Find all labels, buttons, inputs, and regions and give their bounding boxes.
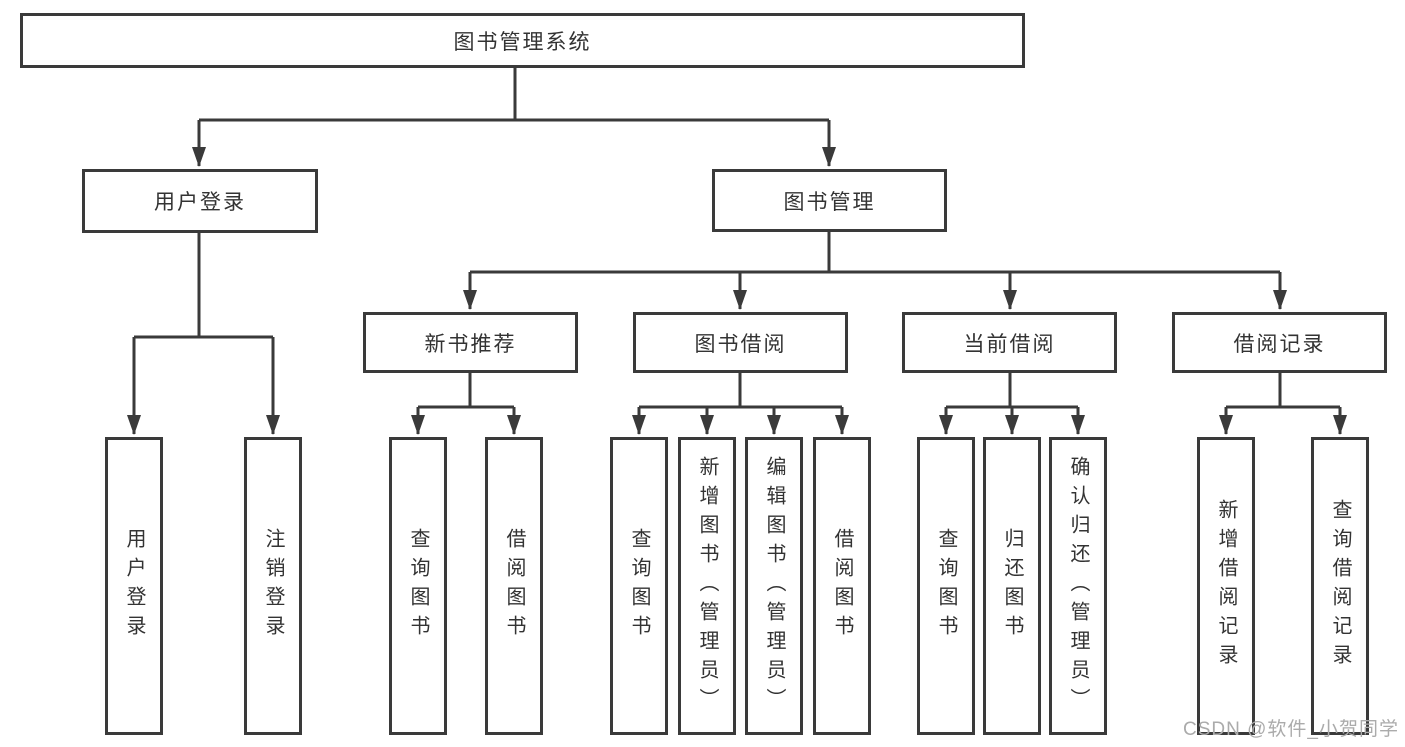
node-root-system: 图书管理系统 bbox=[20, 13, 1025, 68]
node-book-management: 图书管理 bbox=[712, 169, 947, 232]
leaf-br-add-record: 新增借阅记录 bbox=[1197, 437, 1255, 735]
connector-current-borrow-trunk bbox=[946, 373, 1078, 409]
leaf-logout-login: 注销登录 bbox=[244, 437, 302, 735]
node-book-borrow: 图书借阅 bbox=[633, 312, 848, 373]
connector-new-book-recommend-trunk bbox=[418, 373, 514, 409]
connector-book-borrow-trunk bbox=[639, 373, 842, 409]
node-current-borrow: 当前借阅 bbox=[902, 312, 1117, 373]
leaf-bb-query-book: 查询图书 bbox=[610, 437, 668, 735]
leaf-cb-confirm-return-admin: 确认归还（管理员） bbox=[1049, 437, 1107, 735]
csdn-watermark: CSDN @软件_小贺同学 bbox=[1183, 719, 1399, 740]
leaf-cb-return-book: 归还图书 bbox=[983, 437, 1041, 735]
node-new-book-recommend: 新书推荐 bbox=[363, 312, 578, 373]
connector-book-management-trunk bbox=[470, 232, 1280, 274]
leaf-cb-query-book: 查询图书 bbox=[917, 437, 975, 735]
leaf-bb-edit-book-admin: 编辑图书（管理员） bbox=[745, 437, 803, 735]
node-borrow-records: 借阅记录 bbox=[1172, 312, 1387, 373]
leaf-br-query-record: 查询借阅记录 bbox=[1311, 437, 1369, 735]
connector-borrow-records-trunk bbox=[1226, 373, 1340, 409]
leaf-bb-borrow-book: 借阅图书 bbox=[813, 437, 871, 735]
leaf-nbr-query-book: 查询图书 bbox=[389, 437, 447, 735]
connector-root-trunk bbox=[199, 68, 829, 122]
leaf-nbr-borrow-book: 借阅图书 bbox=[485, 437, 543, 735]
leaf-user-login: 用户登录 bbox=[105, 437, 163, 735]
leaf-bb-add-book-admin: 新增图书（管理员） bbox=[678, 437, 736, 735]
node-user-login: 用户登录 bbox=[82, 169, 318, 233]
connector-user-login-trunk bbox=[134, 233, 273, 339]
